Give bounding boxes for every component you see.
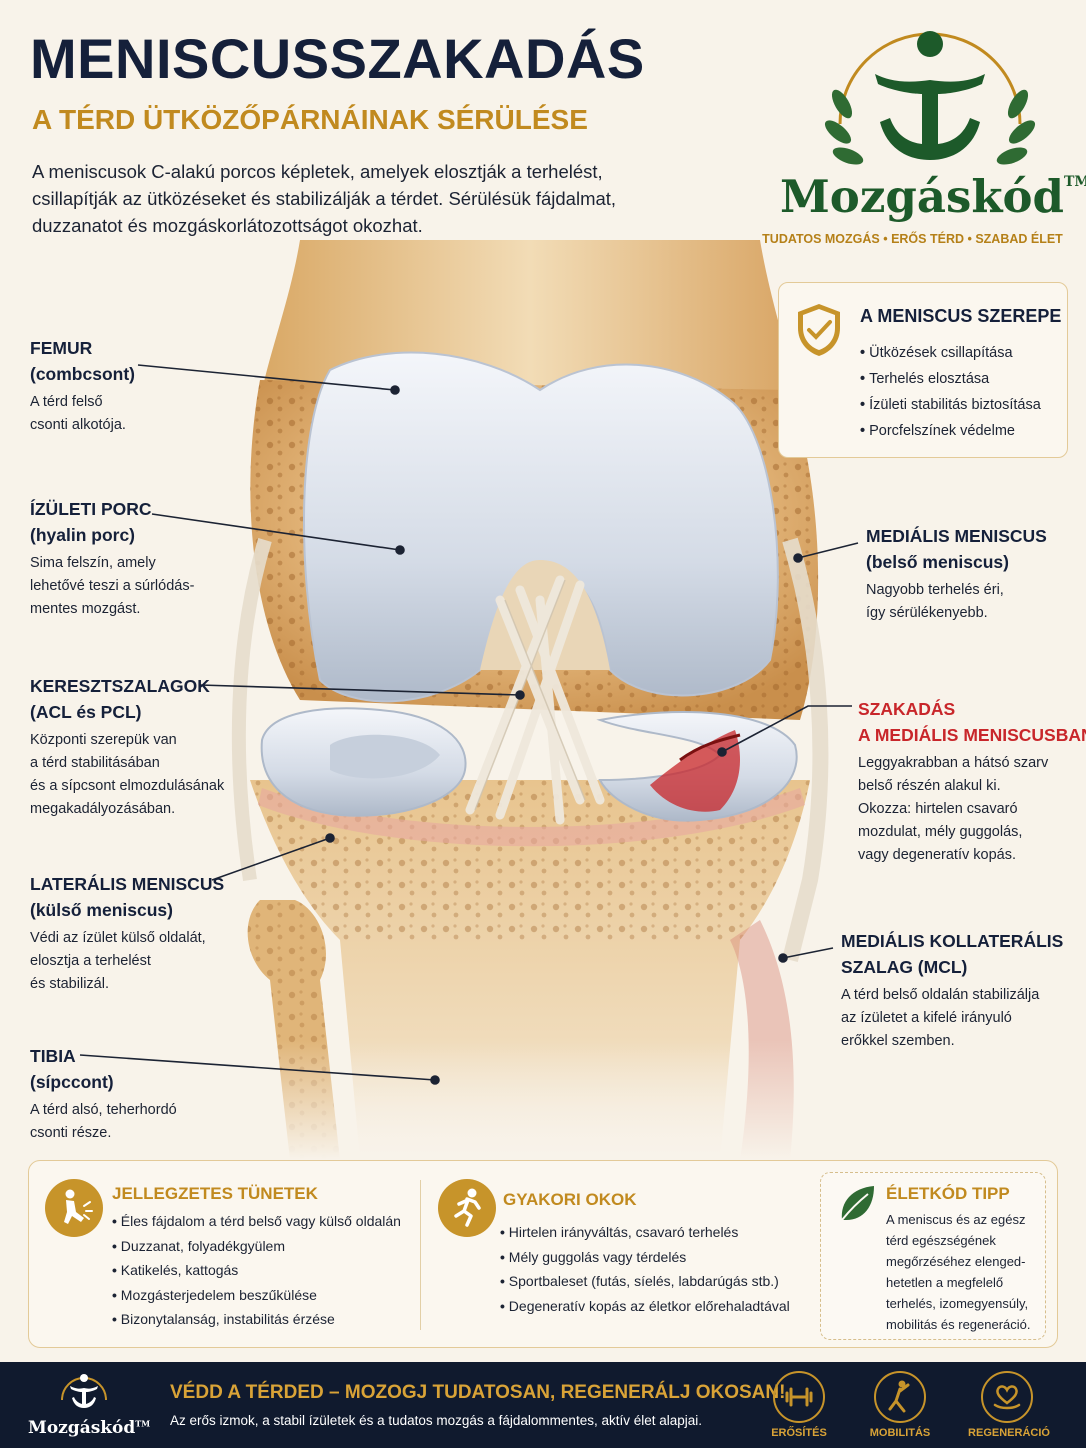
knee-anatomy-illustration [0, 240, 1086, 1160]
list-item: Hirtelen irányváltás, csavaró terhelés [500, 1220, 790, 1245]
label-femur: FEMUR (combcsont) A térd felső csonti al… [30, 338, 135, 433]
footer-brand-name: MozgáskódTM [28, 1418, 151, 1438]
list-item: Mozgásterjedelem beszűkülése [112, 1283, 401, 1308]
heart-hand-icon [981, 1371, 1033, 1423]
list-item: Terhelés elosztása [860, 366, 1041, 392]
tip-text: A meniscus és az egész térd egészségének… [886, 1212, 1031, 1332]
intro-text: A meniscusok C-alakú porcos képletek, am… [32, 161, 617, 236]
label-mcl: MEDIÁLIS KOLLATERÁLIS SZALAG (MCL) A tér… [841, 931, 1064, 1049]
list-item: Katikelés, kattogás [112, 1258, 401, 1283]
label-cartilage: ÍZÜLETI PORC (hyalin porc) Sima felszín,… [30, 499, 195, 617]
symptoms-title: JELLEGZETES TÜNETEK [112, 1184, 318, 1203]
knee-pain-person-icon [45, 1179, 103, 1237]
label-medial-meniscus: MEDIÁLIS MENISCUS (belső meniscus) Nagyo… [866, 526, 1047, 621]
footer-icon-label: ERŐSÍTÉS [771, 1427, 827, 1439]
symptoms-list: Éles fájdalom a térd belső vagy külső ol… [112, 1209, 401, 1332]
causes-title: GYAKORI OKOK [503, 1190, 637, 1209]
list-item: Bizonytalanság, instabilitás érzése [112, 1307, 401, 1332]
list-item: Duzzanat, folyadékgyülem [112, 1234, 401, 1259]
list-item: Porcfelszínek védelme [860, 418, 1041, 444]
page-subtitle: A TÉRD ÜTKÖZŐPÁRNÁINAK SÉRÜLÉSE [32, 104, 588, 135]
label-lateral-meniscus: LATERÁLIS MENISCUS (külső meniscus) Védi… [30, 874, 225, 992]
list-item: Sportbaleset (futás, síelés, labdarúgás … [500, 1269, 790, 1294]
list-item: Degeneratív kopás az életkor előrehaladt… [500, 1294, 790, 1319]
list-item: Éles fájdalom a térd belső vagy külső ol… [112, 1209, 401, 1234]
list-item: Ütközések csillapítása [860, 340, 1041, 366]
dumbbell-icon [773, 1371, 825, 1423]
causes-list: Hirtelen irányváltás, csavaró terhelés M… [500, 1220, 790, 1318]
footer-slogan: VÉDD A TÉRDED – MOZOGJ TUDATOSAN, REGENE… [170, 1382, 786, 1403]
label-tibia: TIBIA (sípccont) A térd alsó, teherhordó… [30, 1046, 177, 1141]
role-list: Ütközések csillapítása Terhelés elosztás… [860, 340, 1041, 444]
page-title: MENISCUSSZAKADÁS [30, 27, 645, 90]
figure-anchor-laurel-logo [61, 1374, 107, 1408]
list-item: Ízületi stabilitás biztosítása [860, 392, 1041, 418]
tip-title: ÉLETKÓD TIPP [886, 1184, 1010, 1203]
leaf-icon [841, 1186, 874, 1221]
brand-name: MozgáskódTM [780, 170, 1086, 223]
label-cruciate-ligaments: KERESZTSZALAGOK (ACL és PCL) Központi sz… [30, 676, 225, 817]
divider [420, 1180, 421, 1330]
label-tear: SZAKADÁS A MEDIÁLIS MENISCUSBAN Leggyakr… [858, 699, 1086, 863]
footer-icon-label: REGENERÁCIÓ [968, 1427, 1050, 1439]
list-item: Mély guggolás vagy térdelés [500, 1245, 790, 1270]
shield-check-icon [798, 304, 840, 356]
role-title: A MENISCUS SZEREPE [860, 306, 1062, 326]
brand-tagline: TUDATOS MOZGÁS • ERŐS TÉRD • SZABAD ÉLET [762, 232, 1063, 246]
footer-text: Az erős izmok, a stabil ízületek és a tu… [170, 1413, 703, 1428]
stretching-figure-icon [874, 1371, 926, 1423]
runner-icon [438, 1179, 496, 1237]
footer-icon-label: MOBILITÁS [869, 1427, 931, 1439]
figure-anchor-laurel-logo [824, 31, 1036, 165]
